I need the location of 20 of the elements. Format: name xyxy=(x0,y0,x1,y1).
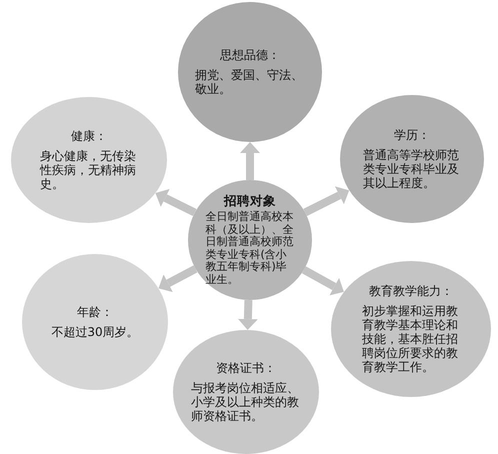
arrow xyxy=(303,186,351,216)
body-text: 普通高等学校师范类专业专科毕业及其以上程度。 xyxy=(362,148,460,190)
heading: 学历： xyxy=(394,128,430,142)
body-text: 身心健康，无传染性疾病，无精神病史。 xyxy=(40,149,137,191)
body-text: 不超过30周岁。 xyxy=(51,325,139,339)
body-text: 全日制普通高校本科（及以上）、全日制普通高校师范类专业专科(含小教五年制专科)毕业生。 xyxy=(205,211,294,286)
arrow xyxy=(240,142,260,180)
heading: 年龄： xyxy=(77,305,113,319)
arrow xyxy=(156,265,198,292)
heading: 教育教学能力： xyxy=(369,284,453,298)
body-text: 初步掌握和运用教育教学基本理论和技能，基本胜任招聘岗位所要求的教育教学工作。 xyxy=(362,304,459,374)
arrow xyxy=(238,300,258,330)
arrow xyxy=(154,188,197,216)
heading: 健康： xyxy=(71,129,107,143)
heading: 招聘对象 xyxy=(224,194,276,208)
body-text: 拥党、爱国、守法、敬业。 xyxy=(194,68,304,96)
heading: 思想品德： xyxy=(220,48,280,62)
heading: 资格证书： xyxy=(216,361,276,375)
body-text: 与报考岗位相适应、小学及以上种类的教师资格证书。 xyxy=(190,381,300,423)
arrow xyxy=(302,266,346,296)
